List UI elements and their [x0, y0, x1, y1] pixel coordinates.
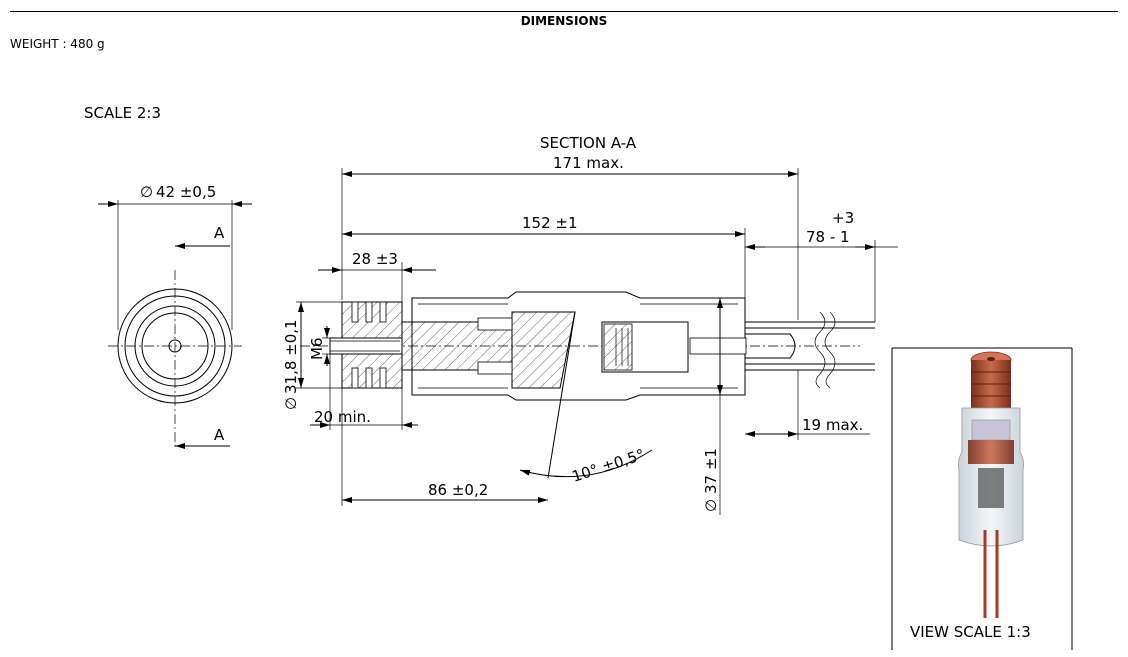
section-marker-bottom: A: [214, 426, 225, 444]
thread-depth-dim: 20 min.: [314, 408, 371, 426]
header-rule: [10, 11, 1118, 12]
page-title: DIMENSIONS: [520, 14, 608, 28]
head-length-dim: 28 ±3: [352, 250, 398, 268]
view-scale-label: VIEW SCALE 1:3: [910, 623, 1031, 641]
end-view: ∅ 42 ±0,5 A A: [98, 183, 252, 449]
tube-diameter-dim: 37 ±1: [702, 448, 720, 494]
scale-label: SCALE 2:3: [84, 104, 161, 122]
outer-diameter-dim: 42 ±0,5: [156, 183, 216, 201]
lead-length-dim: 78 - 1: [806, 228, 850, 246]
head-diameter-symbol: ∅: [282, 397, 300, 410]
tube-diameter-symbol: ∅: [702, 499, 720, 512]
thread-dim: M6: [308, 338, 326, 361]
head-diameter-dim: 31,8 ±0,1: [282, 319, 300, 394]
section-marker-top: A: [214, 224, 225, 242]
body-length-dim: 152 ±1: [522, 214, 578, 232]
lead-extension-dim: 19 max.: [802, 416, 863, 434]
section-view: [300, 291, 875, 479]
overall-length-dim: 171 max.: [553, 154, 624, 172]
section-label: SECTION A-A: [540, 134, 637, 152]
isometric-view: VIEW SCALE 1:3: [891, 347, 1073, 650]
angle-dim: 10° ±0,5°: [570, 445, 647, 485]
lead-length-upper-dim: +3: [832, 209, 854, 227]
cut-length-dim: 86 ±0,2: [428, 481, 488, 499]
weight-label: WEIGHT : 480 g: [10, 37, 105, 51]
diameter-symbol: ∅: [140, 183, 153, 201]
